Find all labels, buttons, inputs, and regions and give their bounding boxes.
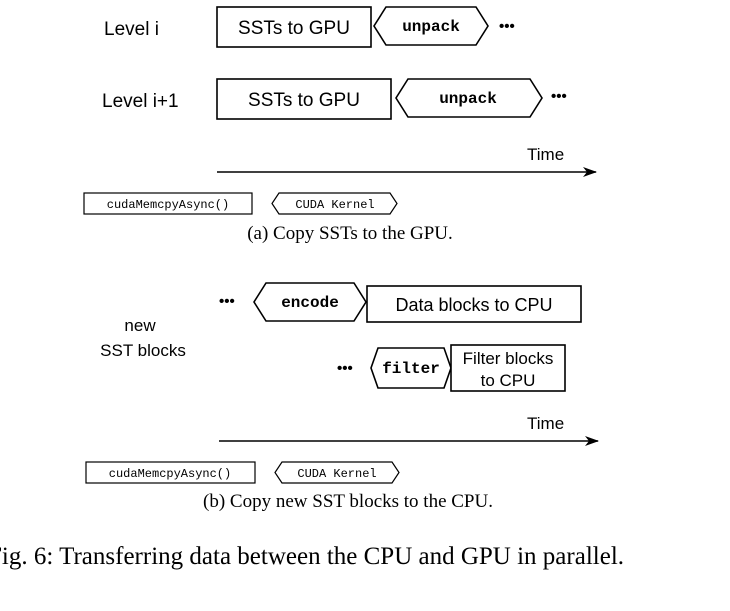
subcaption-a: (a) Copy SSTs to the GPU.: [247, 223, 453, 244]
figure-caption: Fig. 6: Transferring data between the CP…: [0, 543, 625, 570]
level-i-copy-text: SSTs to GPU: [238, 18, 350, 39]
encode-kernel: [253, 282, 367, 322]
level-i-copy-box: [216, 6, 372, 48]
time-label-a: Time: [527, 145, 564, 164]
encode-ellipsis: •••: [219, 293, 235, 310]
legend-kernel-shape-a: [271, 192, 398, 215]
level-i1-unpack-text: unpack: [439, 90, 497, 108]
filter-kernel: [370, 347, 452, 389]
legend-kernel-shape-b: [274, 461, 400, 484]
level-i1-ellipsis: •••: [551, 88, 567, 105]
filter-blocks-copy-text-line1: Filter blocks: [463, 349, 554, 368]
legend-copy-box-a: [83, 192, 253, 215]
filter-blocks-copy-box: [450, 344, 566, 392]
legend-kernel-text-b: CUDA Kernel: [297, 467, 376, 481]
level-i1-copy-box: [216, 78, 392, 120]
level-i-unpack-kernel: [373, 6, 489, 46]
level-i1-unpack-kernel: [395, 78, 543, 118]
filter-ellipsis: •••: [337, 360, 353, 377]
time-label-b: Time: [527, 414, 564, 433]
level-i-ellipsis: •••: [499, 18, 515, 35]
part-b: new SST blocks ••• encode Data blocks to…: [85, 282, 599, 512]
level-i1-label: Level i+1: [102, 91, 179, 112]
data-blocks-copy-text: Data blocks to CPU: [395, 295, 552, 315]
group-label-line1: new: [124, 316, 156, 335]
level-i-label: Level i: [104, 19, 159, 40]
data-blocks-copy-box: [366, 285, 582, 323]
part-a: Level i SSTs to GPU unpack ••• Level i+1…: [83, 6, 597, 244]
filter-kernel-text: filter: [382, 360, 440, 378]
group-label-line2: SST blocks: [100, 341, 186, 360]
legend-copy-box-b: [85, 461, 256, 484]
level-i1-copy-text: SSTs to GPU: [248, 90, 360, 111]
subcaption-b: (b) Copy new SST blocks to the CPU.: [203, 491, 493, 512]
encode-kernel-text: encode: [281, 294, 339, 312]
legend-copy-text-a: cudaMemcpyAsync(): [107, 198, 229, 212]
legend-copy-text-b: cudaMemcpyAsync(): [109, 467, 231, 481]
legend-kernel-text-a: CUDA Kernel: [295, 198, 374, 212]
level-i-unpack-text: unpack: [402, 18, 460, 36]
filter-blocks-copy-text-line2: to CPU: [481, 371, 536, 390]
